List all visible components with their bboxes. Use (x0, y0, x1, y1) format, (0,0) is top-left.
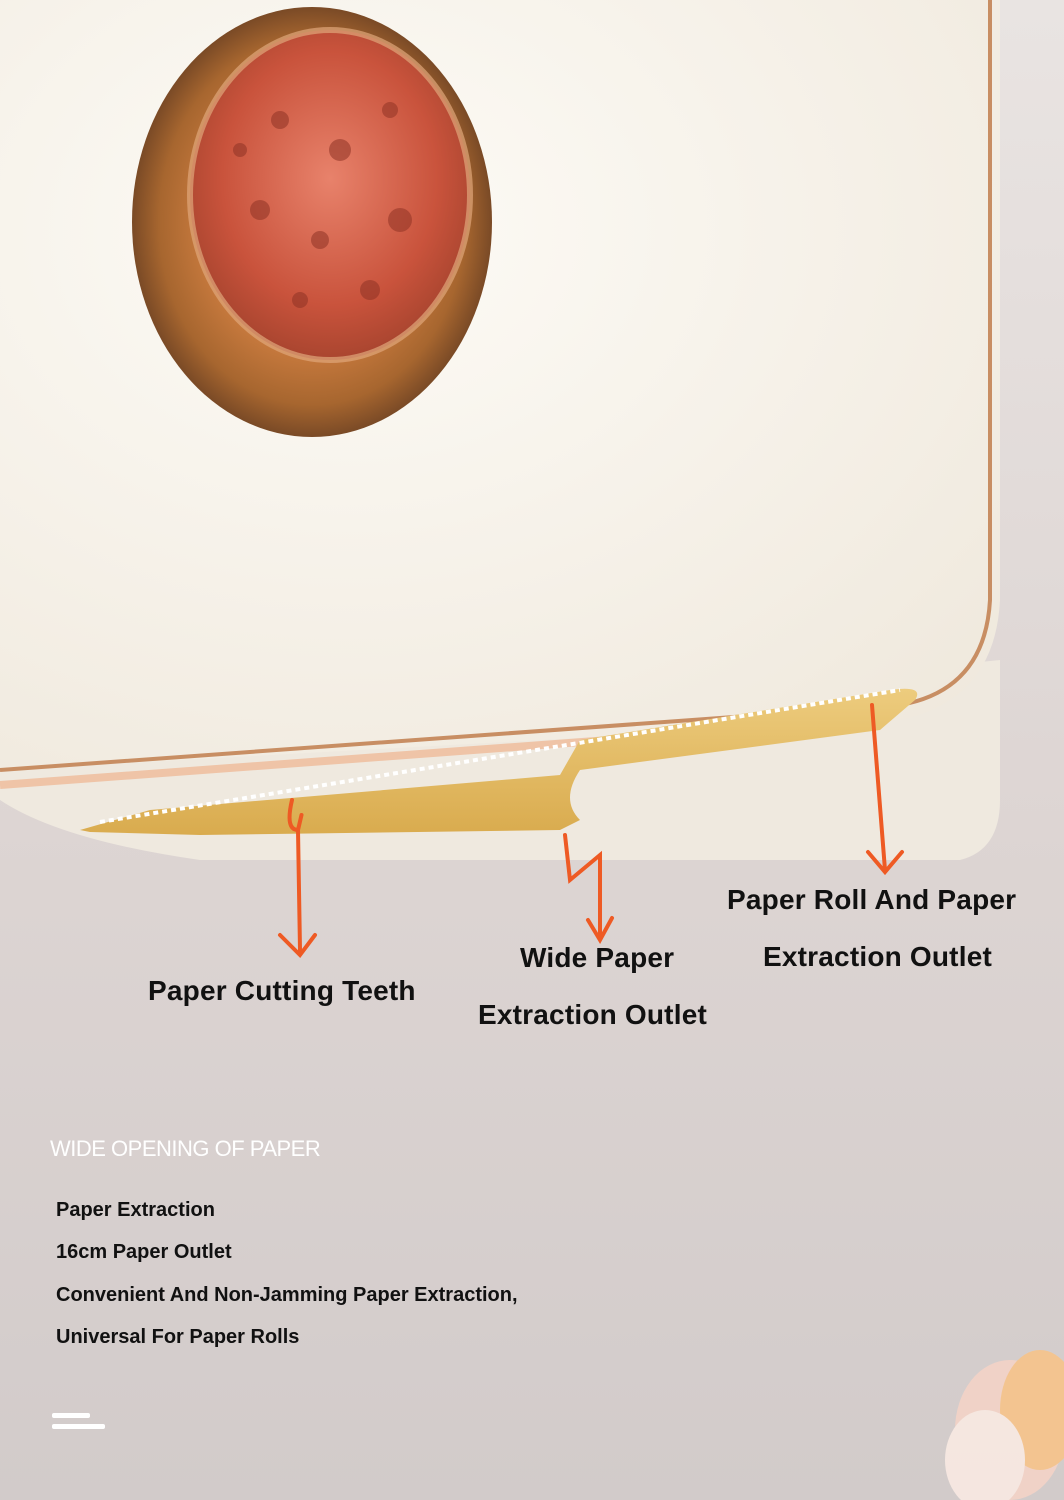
decorative-lines-icon (52, 1413, 105, 1435)
callout-wide-outlet-line2: Extraction Outlet (478, 999, 707, 1030)
feature-line: Universal For Paper Rolls (56, 1326, 300, 1348)
paper-slot (80, 688, 918, 835)
dispenser-body (0, 0, 1000, 770)
callout-paper-cutting-teeth: Paper Cutting Teeth (148, 975, 416, 1006)
callout-roll-outlet-line2: Extraction Outlet (763, 941, 992, 972)
flower-decoration (945, 1350, 1064, 1500)
callout-wide-outlet-line1: Wide Paper (520, 942, 675, 973)
feature-line: Paper Extraction (56, 1199, 215, 1221)
feature-line: 16cm Paper Outlet (56, 1241, 232, 1263)
callout-roll-outlet-line1: Paper Roll And Paper (727, 884, 1017, 915)
section-heading: WIDE OPENING OF PAPER (50, 1136, 321, 1161)
cutting-teeth (99, 688, 901, 824)
feature-line: Convenient And Non-Jamming Paper Extract… (56, 1284, 518, 1306)
callout-arrows (278, 703, 904, 959)
